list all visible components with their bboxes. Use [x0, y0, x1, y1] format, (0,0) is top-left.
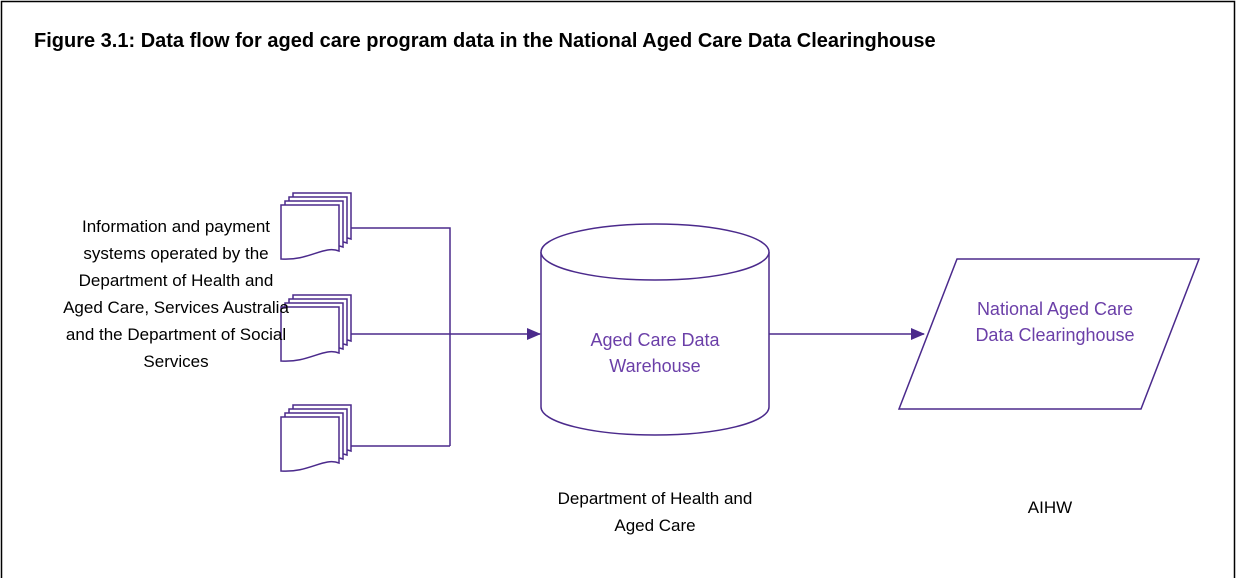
source-systems-text: Information and payment systems operated… — [63, 217, 289, 371]
warehouse-label: Aged Care Data Warehouse — [590, 330, 720, 376]
clearinghouse-owner-caption: AIHW — [1027, 498, 1073, 517]
warehouse-cylinder — [540, 223, 770, 436]
document-stack-icon — [280, 192, 352, 260]
figure-title: Figure 3.1: Data flow for aged care prog… — [34, 30, 936, 52]
warehouse-owner-caption: Department of Health and Aged Care — [557, 489, 753, 535]
flow-connector-top — [351, 227, 451, 446]
clearinghouse-label: National Aged Care Data Clearinghouse — [975, 299, 1135, 345]
clearinghouse-parallelogram — [897, 258, 1201, 410]
document-stack-icon — [280, 294, 352, 362]
document-stack-icon — [280, 404, 352, 472]
